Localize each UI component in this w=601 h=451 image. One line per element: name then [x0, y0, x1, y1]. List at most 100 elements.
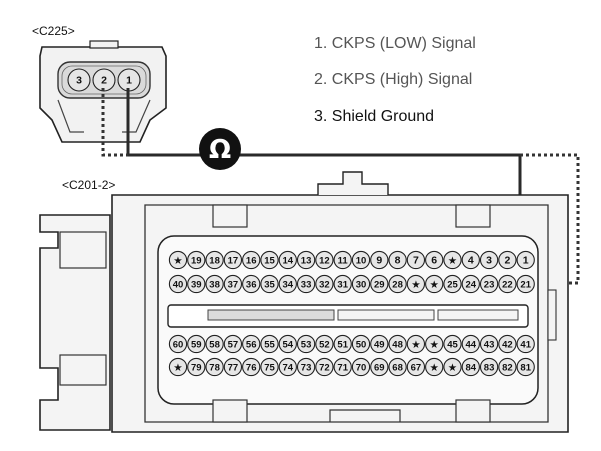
wire-pin2-shield [101, 88, 128, 157]
pin-label: 59 [191, 340, 202, 351]
pin-label: 67 [411, 363, 422, 374]
c201-pin: 7 [406, 250, 426, 270]
pin-label: 79 [191, 363, 202, 374]
c201-pin: 70 [351, 357, 371, 377]
pin-label: 2 [504, 255, 510, 267]
c201-pin: 69 [370, 357, 389, 377]
c201-pin: 9 [370, 250, 389, 270]
pin-label: 75 [264, 363, 275, 374]
pin-label: 33 [301, 280, 312, 291]
c201-pin: 30 [351, 274, 371, 294]
pin-label: 76 [246, 363, 257, 374]
pin-label: 43 [484, 340, 495, 351]
c201-pin: 29 [370, 274, 389, 294]
c201-pin: 81 [516, 357, 535, 377]
pin-label: 44 [466, 340, 477, 351]
c201-pin: 42 [498, 334, 517, 354]
pin-label: 34 [283, 280, 294, 291]
star-pin-icon: ★ [429, 339, 438, 351]
c201-pin: 41 [516, 334, 535, 354]
c201-pin: 6 [425, 250, 444, 270]
c201-pin: 75 [260, 357, 279, 377]
pin-label: 6 [431, 255, 437, 267]
legend-item-2: 2. CKPS (High) Signal [314, 71, 473, 88]
c201-pin: 68 [388, 357, 407, 377]
c201-pin: 28 [388, 274, 407, 294]
pin-label: 18 [209, 256, 220, 267]
c201-pin: 22 [498, 274, 517, 294]
pin-label: 29 [374, 280, 385, 291]
c201-pin: 35 [260, 274, 279, 294]
c201-pin: 16 [242, 250, 261, 270]
pin-label: 55 [264, 340, 275, 351]
c201-pin: ★ [425, 334, 444, 354]
pin-label: 84 [466, 363, 477, 374]
pin-label: 40 [173, 280, 184, 291]
c201-pin: 8 [388, 250, 407, 270]
pin-label: 36 [246, 280, 257, 291]
c201-pin: 76 [242, 357, 261, 377]
pin-label: 37 [228, 280, 239, 291]
star-pin-icon: ★ [429, 279, 438, 291]
ohm-symbol: Ω [209, 135, 231, 165]
c201-pin: 74 [278, 357, 297, 377]
c201-pin: 84 [461, 357, 480, 377]
c201-pin: 15 [260, 250, 279, 270]
c201-pin: 4 [461, 250, 480, 270]
pin-label: 21 [520, 280, 531, 291]
pin-label: 72 [319, 363, 330, 374]
pin-label: 9 [376, 255, 382, 267]
c201-pin: 17 [223, 250, 243, 270]
star-pin-icon: ★ [448, 362, 457, 374]
c201-pin: 43 [479, 334, 499, 354]
pin-label: 82 [502, 363, 513, 374]
c201-pin: 31 [333, 274, 352, 294]
star-pin-icon: ★ [448, 255, 457, 267]
c201-pin: ★ [168, 250, 188, 270]
pin-label: 60 [173, 340, 184, 351]
pin-label: 2 [101, 75, 107, 87]
pin-label: 71 [337, 363, 348, 374]
pin-label: 74 [283, 363, 294, 374]
c201-pin: 52 [315, 334, 334, 354]
pin-label: 12 [319, 256, 330, 267]
pin-label: 1 [523, 255, 529, 267]
pin-label: 28 [392, 280, 403, 291]
pin-label: 13 [301, 256, 312, 267]
c201-pin: 79 [187, 357, 206, 377]
c201-pin: 49 [370, 334, 389, 354]
ohmmeter: Ω [199, 128, 241, 170]
c201-pin: ★ [425, 357, 444, 377]
pin-label: 81 [520, 363, 531, 374]
c201-pin: 83 [479, 357, 499, 377]
wire-shield-right [520, 153, 580, 285]
pin-label: 8 [395, 255, 401, 267]
c201-pin: 11 [333, 250, 352, 270]
pin-label: 31 [337, 280, 348, 291]
pin-label: 56 [246, 340, 257, 351]
c201-pin: ★ [406, 334, 426, 354]
c201-pin: ★ [443, 357, 462, 377]
c201-pin: 82 [498, 357, 517, 377]
c201-pin: ★ [168, 357, 188, 377]
star-pin-icon: ★ [411, 279, 420, 291]
legend-item-1: 1. CKPS (LOW) Signal [314, 35, 476, 52]
c201-pin: 77 [223, 357, 243, 377]
c201-pin: 60 [168, 334, 188, 354]
pin-label: 69 [374, 363, 385, 374]
pin-label: 17 [228, 256, 239, 267]
pin-label: 45 [447, 340, 458, 351]
pin-label: 73 [301, 363, 312, 374]
c201-2-label: <C201-2> [62, 178, 116, 192]
c201-pin: 36 [242, 274, 261, 294]
c201-pin: 59 [187, 334, 206, 354]
pin-label: 83 [484, 363, 495, 374]
c201-pin: 10 [351, 250, 371, 270]
c201-pin: 78 [205, 357, 224, 377]
c201-pin: 71 [333, 357, 352, 377]
c201-pin: 1 [516, 250, 535, 270]
separator-bar [167, 304, 529, 328]
